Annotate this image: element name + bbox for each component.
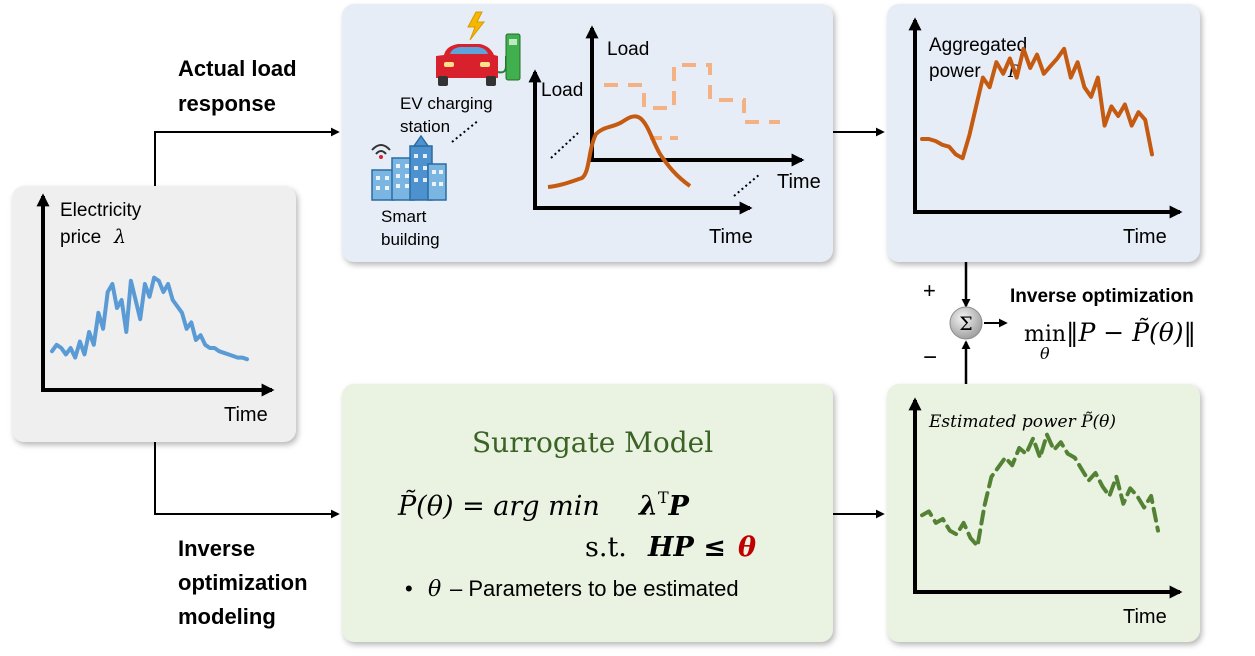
building-label-line1: Smart: [381, 207, 427, 226]
arrow-price-to-surrogate: [154, 442, 340, 519]
back-load-xlabel: Time: [777, 171, 821, 193]
aggregated-panel: [887, 4, 1200, 262]
front-load-curve: [547, 114, 692, 189]
aggregated-xlabel: Time: [1123, 226, 1167, 248]
estimated-power-line: [920, 432, 1160, 548]
aggregated-power-line: [920, 46, 1154, 161]
aggregated-chart: Aggregated power P Time: [908, 17, 1183, 248]
surrogate-eq-constraint: HP ≤: [647, 532, 726, 563]
objective-norm: ‖P − P̃(θ)‖: [1066, 318, 1196, 348]
estimated-xlabel: Time: [1123, 606, 1167, 628]
actual-load-label-line2: response: [178, 91, 276, 116]
surrogate-bullet-text: – Parameters to be estimated: [450, 576, 739, 601]
surrogate-model-panel: [342, 384, 833, 642]
estimated-series: [920, 432, 1160, 548]
front-load-chart: Load Time: [528, 69, 761, 248]
smart-building-icon: [371, 134, 447, 201]
aggregated-ylabel-line2: power: [929, 61, 981, 82]
sum-plus-sign: +: [923, 278, 936, 303]
back-load-dashed-curve: [604, 63, 780, 124]
surrogate-eq-objective: λTP: [638, 488, 690, 522]
modeling-label-line2: optimization: [178, 570, 308, 595]
estimated-panel: [887, 384, 1200, 642]
surrogate-eq-theta: θ: [738, 532, 756, 563]
objective-p: P: [668, 491, 690, 522]
surrogate-eq-lhs: P̃(θ) = arg min: [397, 489, 600, 522]
surrogate-eq-st: s.t.: [585, 532, 627, 563]
objective-min: min: [1024, 322, 1066, 347]
modeling-label-line3: modeling: [178, 604, 276, 629]
ev-charger-icon: [436, 11, 521, 86]
surrogate-bullet: •: [405, 576, 413, 601]
objective-min-subscript: θ: [1040, 344, 1050, 363]
price-panel: [12, 186, 296, 442]
front-load-ylabel: Load: [541, 80, 583, 101]
estimated-chart: Estimated power P̃(θ) Time: [908, 397, 1183, 628]
inverse-opt-title: Inverse optimization: [1010, 286, 1194, 307]
aggregated-ylabel-line1: Aggregated: [929, 35, 1027, 56]
back-load-chart: Load Time: [585, 25, 821, 193]
electricity-price-line: [50, 275, 249, 362]
price-series: [50, 275, 249, 362]
price-xlabel: Time: [224, 404, 268, 426]
front-dotted-leader-right: [733, 173, 761, 197]
ev-label-line2: station: [400, 117, 450, 136]
price-chart: Electricity price λ Time: [36, 193, 275, 426]
surrogate-title: Surrogate Model: [472, 426, 713, 459]
ev-label-line1: EV charging: [400, 94, 493, 113]
lightning-bolt-icon: [467, 11, 486, 41]
price-ylabel-line2: price: [60, 227, 101, 248]
modeling-label-line1: Inverse: [178, 536, 255, 561]
surrogate-bullet-theta: θ: [428, 577, 441, 602]
back-load-ylabel: Load: [607, 39, 649, 60]
front-load-xlabel: Time: [709, 226, 753, 248]
building-label-line2: building: [381, 230, 440, 249]
estimated-ylabel: Estimated power P̃(θ): [928, 412, 1116, 432]
price-lambda-symbol: λ: [113, 226, 126, 248]
aggregated-series: [920, 46, 1154, 161]
actual-load-label-line1: Actual load: [178, 56, 297, 81]
sum-node: [949, 306, 983, 340]
wifi-icon: [371, 144, 391, 151]
price-ylabel-line1: Electricity: [60, 200, 142, 221]
ev-dotted-leader: [451, 119, 480, 143]
front-dotted-leader-left: [550, 132, 579, 159]
sum-minus-sign: −: [923, 344, 937, 371]
arrow-price-to-actual: [154, 127, 340, 186]
sum-sigma-symbol: Σ: [959, 313, 972, 335]
objective-transpose: T: [658, 488, 669, 507]
objective-lambda: λ: [638, 491, 658, 522]
